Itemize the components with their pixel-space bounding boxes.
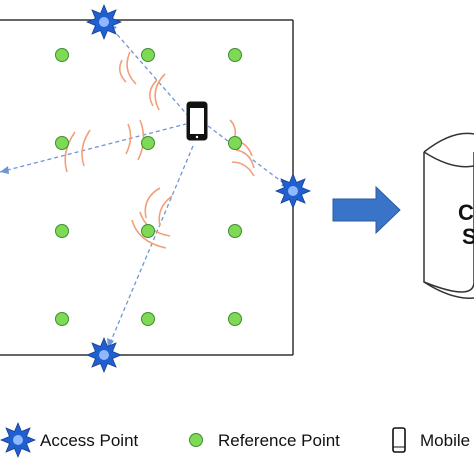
signal-arc [144, 187, 161, 219]
legend-reference-point-label: Reference Point [218, 431, 340, 450]
arrowhead-bottom [107, 338, 114, 348]
database-label-line2: S [462, 224, 474, 249]
reference-point [55, 48, 69, 62]
signal-path-left [0, 123, 187, 173]
signal-arc [118, 59, 127, 83]
legend: Access Point Reference Point Mobile [0, 422, 470, 458]
signal-arc [154, 73, 166, 111]
reference-point [141, 224, 155, 238]
legend-mobile-label: Mobile [420, 431, 470, 450]
reference-points [55, 48, 242, 326]
signal-arc [231, 161, 255, 177]
signal-arcs [64, 51, 255, 249]
reference-point [228, 136, 242, 150]
signal-arc [81, 129, 91, 167]
signal-arc [64, 131, 76, 173]
reference-point [55, 312, 69, 326]
reference-point [228, 224, 242, 238]
reference-point [55, 224, 69, 238]
signal-arc [235, 149, 255, 169]
star-burst-icon [0, 422, 36, 458]
flow-arrow [332, 185, 401, 235]
arrowhead-left [0, 166, 9, 174]
reference-point [228, 48, 242, 62]
access-point-icon [275, 173, 311, 209]
signal-path-bottom [107, 145, 194, 349]
access-point-icon [86, 337, 122, 373]
signal-arc [149, 79, 158, 107]
green-dot-icon [189, 433, 203, 447]
area-boundary [0, 19, 294, 356]
legend-access-point-label: Access Point [40, 431, 139, 450]
reference-point [141, 48, 155, 62]
smartphone-icon [392, 427, 406, 453]
signal-arc [158, 195, 173, 227]
reference-point [141, 312, 155, 326]
signal-arc [131, 219, 167, 249]
signal-arrowheads [0, 24, 290, 348]
reference-point [55, 136, 69, 150]
signal-arc [125, 123, 132, 155]
access-point-icon [86, 4, 122, 40]
reference-point [228, 312, 242, 326]
reference-point [141, 136, 155, 150]
signal-paths [0, 23, 291, 349]
mobile-device [186, 101, 208, 141]
signal-arc [126, 51, 137, 85]
database-label-line1: C- [458, 200, 474, 225]
